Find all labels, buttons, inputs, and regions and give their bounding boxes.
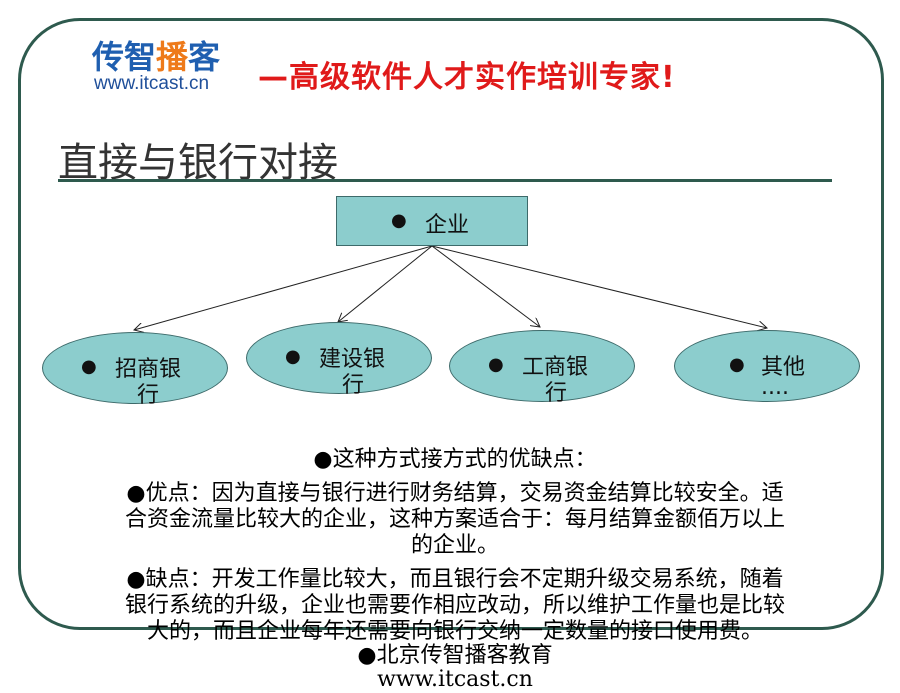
pros-line-3: 的企业。 [410, 533, 499, 558]
logo-part-1: 传智 [92, 38, 157, 76]
bullet: ● [81, 356, 97, 377]
arrow-to-other [431, 245, 767, 328]
bullet: ● [391, 210, 407, 231]
node-label-line2: .... [761, 375, 789, 400]
node-other: ● 其他 .... [674, 330, 860, 402]
node-label-line2: 行 [342, 373, 365, 398]
slogan: —高级软件人才实作培训专家! [258, 60, 676, 95]
pros-line-1: ●优点：因为直接与银行进行财务结算，交易资金结算比较安全。适 [126, 481, 784, 506]
node-label: 企业 [425, 213, 470, 238]
footer-line-2: www.itcast.cn [377, 667, 533, 692]
node-label-line1: 工商银 [522, 355, 589, 380]
slide-title: 直接与银行对接 [58, 140, 338, 186]
footer-line-1: ●北京传智播客教育 [357, 643, 553, 668]
node-ccb: ● 建设银 行 [246, 322, 432, 398]
slide-frame [18, 18, 884, 630]
arrow-to-zhaoshang [134, 245, 433, 330]
cons-line-2: 银行系统的升级，企业也需要作相应改动，所以维护工作量也是比较 [124, 593, 785, 618]
cons-line-1: ●缺点：开发工作量比较大，而且银行会不定期升级交易系统，随着 [126, 567, 784, 592]
pros-line-2: 合资金流量比较大的企业，这种方案适合于：每月结算金额佰万以上 [124, 507, 785, 532]
node-label-line2: 行 [545, 381, 568, 406]
node-cmb: ● 招商银 行 [42, 332, 228, 408]
logo-part-2: 播 [156, 38, 189, 76]
connector-arrows [0, 245, 900, 675]
bullet: ● [285, 346, 301, 367]
node-label-line1: 招商银 [115, 357, 182, 382]
bullet: ● [488, 354, 504, 375]
title-underline [58, 179, 832, 182]
node-icbc: ● 工商银 行 [449, 330, 635, 406]
notes-intro: ●这种方式接方式的优缺点： [313, 447, 597, 472]
node-label-line1: 建设银 [319, 347, 386, 372]
node-enterprise: ● 企业 [336, 196, 528, 246]
logo-part-3: 客 [188, 38, 221, 76]
logo-text: 传智播客 [92, 32, 220, 78]
cons-line-3: 大的，而且企业每年还需要向银行交纳一定数量的接口使用费。 [146, 619, 763, 644]
node-label-line1: 其他 [761, 355, 806, 380]
logo-url: www.itcast.cn [94, 73, 210, 94]
itcast-logo: 传智播客 www.itcast.cn [92, 32, 252, 98]
arrow-to-gongshang [431, 245, 540, 327]
node-label-line2: 行 [137, 383, 160, 408]
bullet: ● [729, 354, 745, 375]
arrow-to-jianshe [338, 245, 433, 322]
